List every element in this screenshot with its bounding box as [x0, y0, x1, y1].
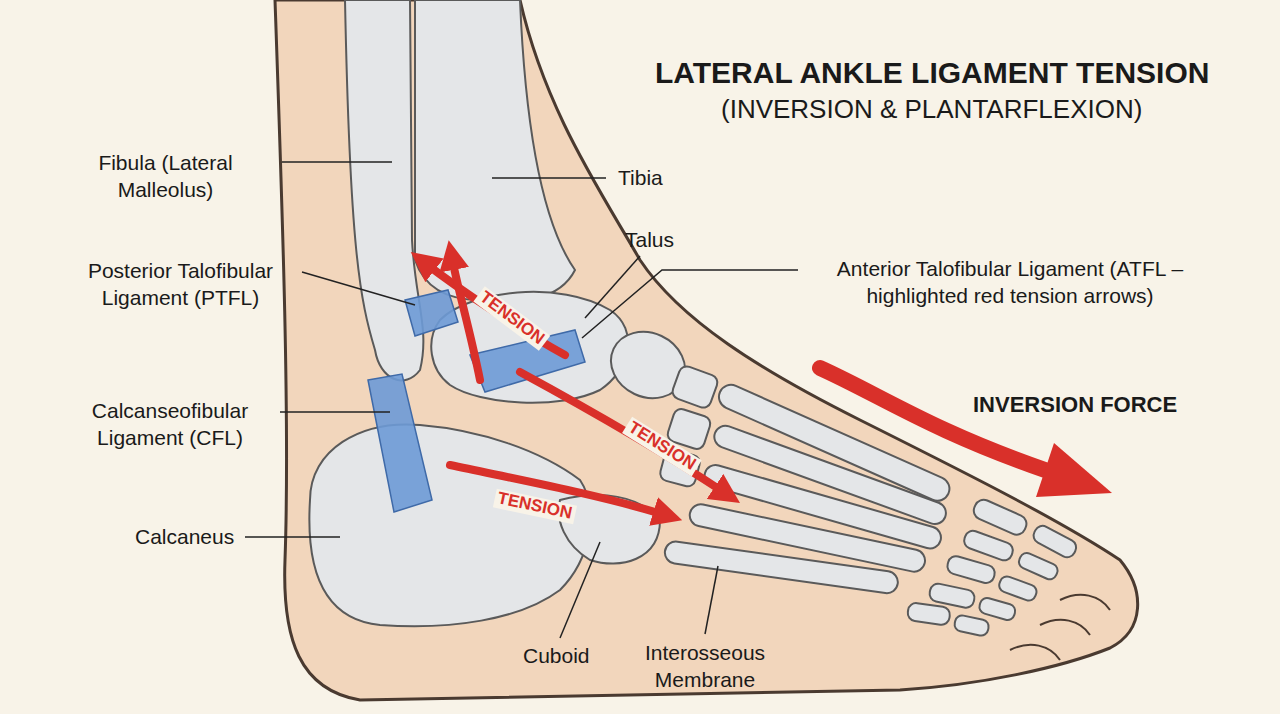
tension-arrows: [425, 258, 725, 515]
toe-lines: [1010, 595, 1110, 660]
part-label: Calcaneus: [135, 523, 234, 550]
part-label: Fibula (Lateral Malleolus): [58, 149, 273, 204]
inversion-arrowhead: [1036, 443, 1112, 497]
ligaments: [368, 290, 585, 512]
leader-lines: [245, 162, 798, 638]
part-label: Posterior Talofibular Ligament (PTFL): [68, 257, 293, 312]
part-label: Interosseous Membrane: [630, 639, 780, 694]
title: LATERAL ANKLE LIGAMENT TENSION: [655, 53, 1209, 92]
inversion-arrow: [820, 368, 1045, 470]
part-label: Anterior Talofibular Ligament (ATFL – hi…: [810, 255, 1210, 310]
part-label: Tibia: [618, 164, 663, 191]
subtitle: (INVERSION & PLANTARFLEXION): [721, 93, 1142, 127]
force-label: INVERSION FORCE: [973, 391, 1177, 420]
part-label: Cuboid: [523, 642, 590, 669]
part-label: Calcanseofibular Ligament (CFL): [70, 397, 270, 452]
part-label: Talus: [625, 226, 674, 253]
